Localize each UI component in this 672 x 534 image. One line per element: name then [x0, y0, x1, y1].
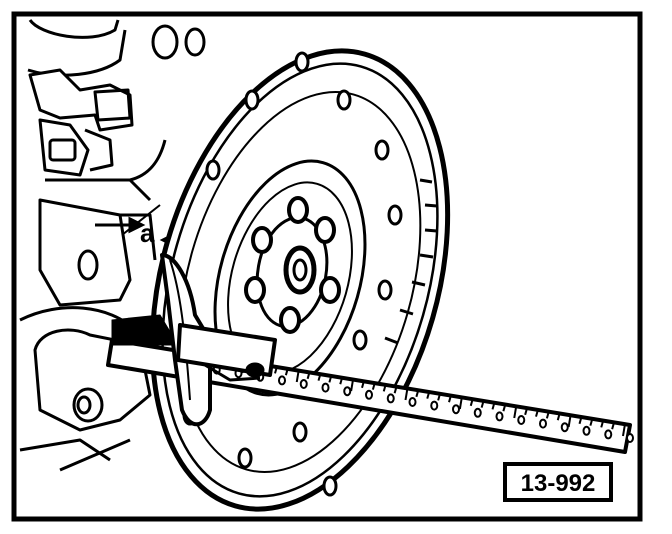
scale-mark: [386, 393, 395, 404]
scale-tick: [393, 385, 398, 394]
hub-bolts: [244, 196, 341, 334]
scale-mark: [408, 397, 417, 407]
scale-mark: [321, 382, 330, 393]
scale-mark: [560, 422, 569, 433]
scale-tick: [328, 375, 333, 383]
scale-tick: [382, 384, 387, 392]
scale-tick: [274, 366, 278, 374]
engine-block: [19, 19, 206, 472]
scale-mark: [278, 375, 286, 386]
scale-mark: [473, 407, 482, 418]
scale-tick: [295, 369, 300, 383]
scale-mark: [517, 415, 526, 425]
scale-mark: [365, 389, 373, 400]
scale-tick: [513, 405, 518, 419]
scale-tick: [350, 378, 355, 392]
scale-tick: [317, 373, 322, 381]
scale-tick: [622, 423, 626, 437]
reference-number-box: 13-992: [503, 462, 613, 502]
scale-mark: [343, 386, 352, 397]
scale-tick: [502, 403, 507, 412]
scale-tick: [458, 396, 463, 410]
scale-tick: [437, 393, 442, 401]
scale-tick: [371, 382, 376, 390]
vernier-caliper: [106, 253, 634, 454]
scale-tick: [578, 416, 583, 425]
scale-tick: [361, 380, 365, 389]
scale-tick: [524, 407, 529, 416]
scale-tick: [415, 389, 420, 398]
scale-tick: [480, 400, 485, 408]
scale-tick: [339, 376, 344, 385]
scale-tick: [535, 409, 539, 417]
scale-mark: [626, 433, 634, 443]
scale-tick: [306, 371, 311, 380]
scale-tick: [567, 414, 572, 428]
scale-mark: [299, 379, 308, 389]
scale-tick: [491, 402, 496, 410]
callout-label-a: a: [140, 218, 155, 248]
scale-tick: [426, 391, 431, 399]
scale-tick: [448, 394, 452, 403]
scale-tick: [284, 367, 289, 376]
scale-tick: [556, 412, 561, 421]
scale-mark: [604, 429, 613, 440]
ring-gear-teeth: [384, 178, 438, 345]
scale-tick: [469, 398, 474, 407]
scale-tick: [611, 421, 616, 430]
scale-mark: [495, 411, 504, 422]
scale-tick: [589, 418, 594, 426]
scale-mark: [430, 400, 439, 411]
scale-mark: [539, 418, 547, 429]
scale-mark: [582, 425, 591, 436]
scale-tick: [545, 411, 550, 419]
scale-tick: [600, 420, 605, 428]
scale-tick: [404, 387, 409, 401]
reference-number: 13-992: [521, 470, 596, 497]
scale-mark: [452, 404, 460, 415]
